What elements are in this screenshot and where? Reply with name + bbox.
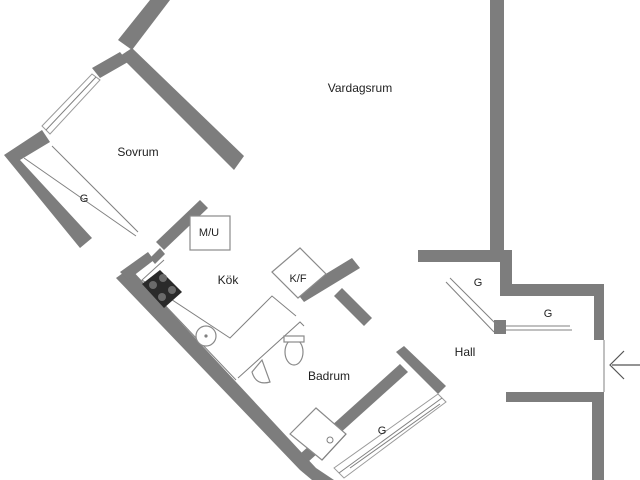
wardrobe-lines — [23, 145, 572, 469]
washer-box — [189, 215, 231, 251]
windows — [41, 73, 447, 479]
label-washer: M/U — [199, 227, 219, 239]
walls — [4, 0, 604, 480]
wall-bath-top — [296, 258, 360, 302]
room-label-living: Vardagsrum — [328, 81, 392, 95]
label-hall-closet-right: G — [544, 308, 553, 320]
wall-bedroom-top — [92, 52, 128, 78]
wall-bedroom-kitchen — [120, 252, 154, 280]
room-label-hall: Hall — [455, 345, 476, 359]
wall-kitchen-stub — [150, 248, 165, 264]
wall-top-left — [118, 0, 170, 50]
label-hall-closet-left: G — [474, 277, 483, 289]
label-bath-wardrobe: G — [378, 425, 387, 437]
wall-hall-top — [418, 250, 512, 296]
kitchen-sink — [195, 325, 217, 347]
room-label-bedroom: Sovrum — [117, 145, 158, 159]
label-fridge: K/F — [289, 273, 306, 285]
kitchen-counter — [141, 215, 327, 381]
bathroom-fixtures — [237, 321, 347, 461]
wall-bath-stub — [334, 288, 372, 326]
label-bedroom-wardrobe: G — [80, 193, 89, 205]
wall-living-east — [490, 0, 504, 258]
wall-bedroom-living — [120, 48, 244, 170]
stove — [142, 270, 182, 308]
wall-west-lower — [116, 268, 334, 480]
arrow-left-icon — [609, 350, 640, 380]
wall-bath-wardrobe — [396, 346, 446, 394]
wall-kitchen-upper — [156, 200, 208, 250]
wall-hall-closet-right — [500, 284, 604, 340]
toilet — [284, 338, 304, 366]
room-label-bathroom: Badrum — [308, 369, 350, 383]
room-label-kitchen: Kök — [218, 273, 240, 287]
wall-west-upper — [4, 130, 92, 248]
wall-hall-closet-stub — [494, 320, 506, 334]
bath-sink — [251, 358, 271, 384]
wall-hall-bottom — [506, 392, 604, 480]
fridge-box — [271, 247, 327, 299]
